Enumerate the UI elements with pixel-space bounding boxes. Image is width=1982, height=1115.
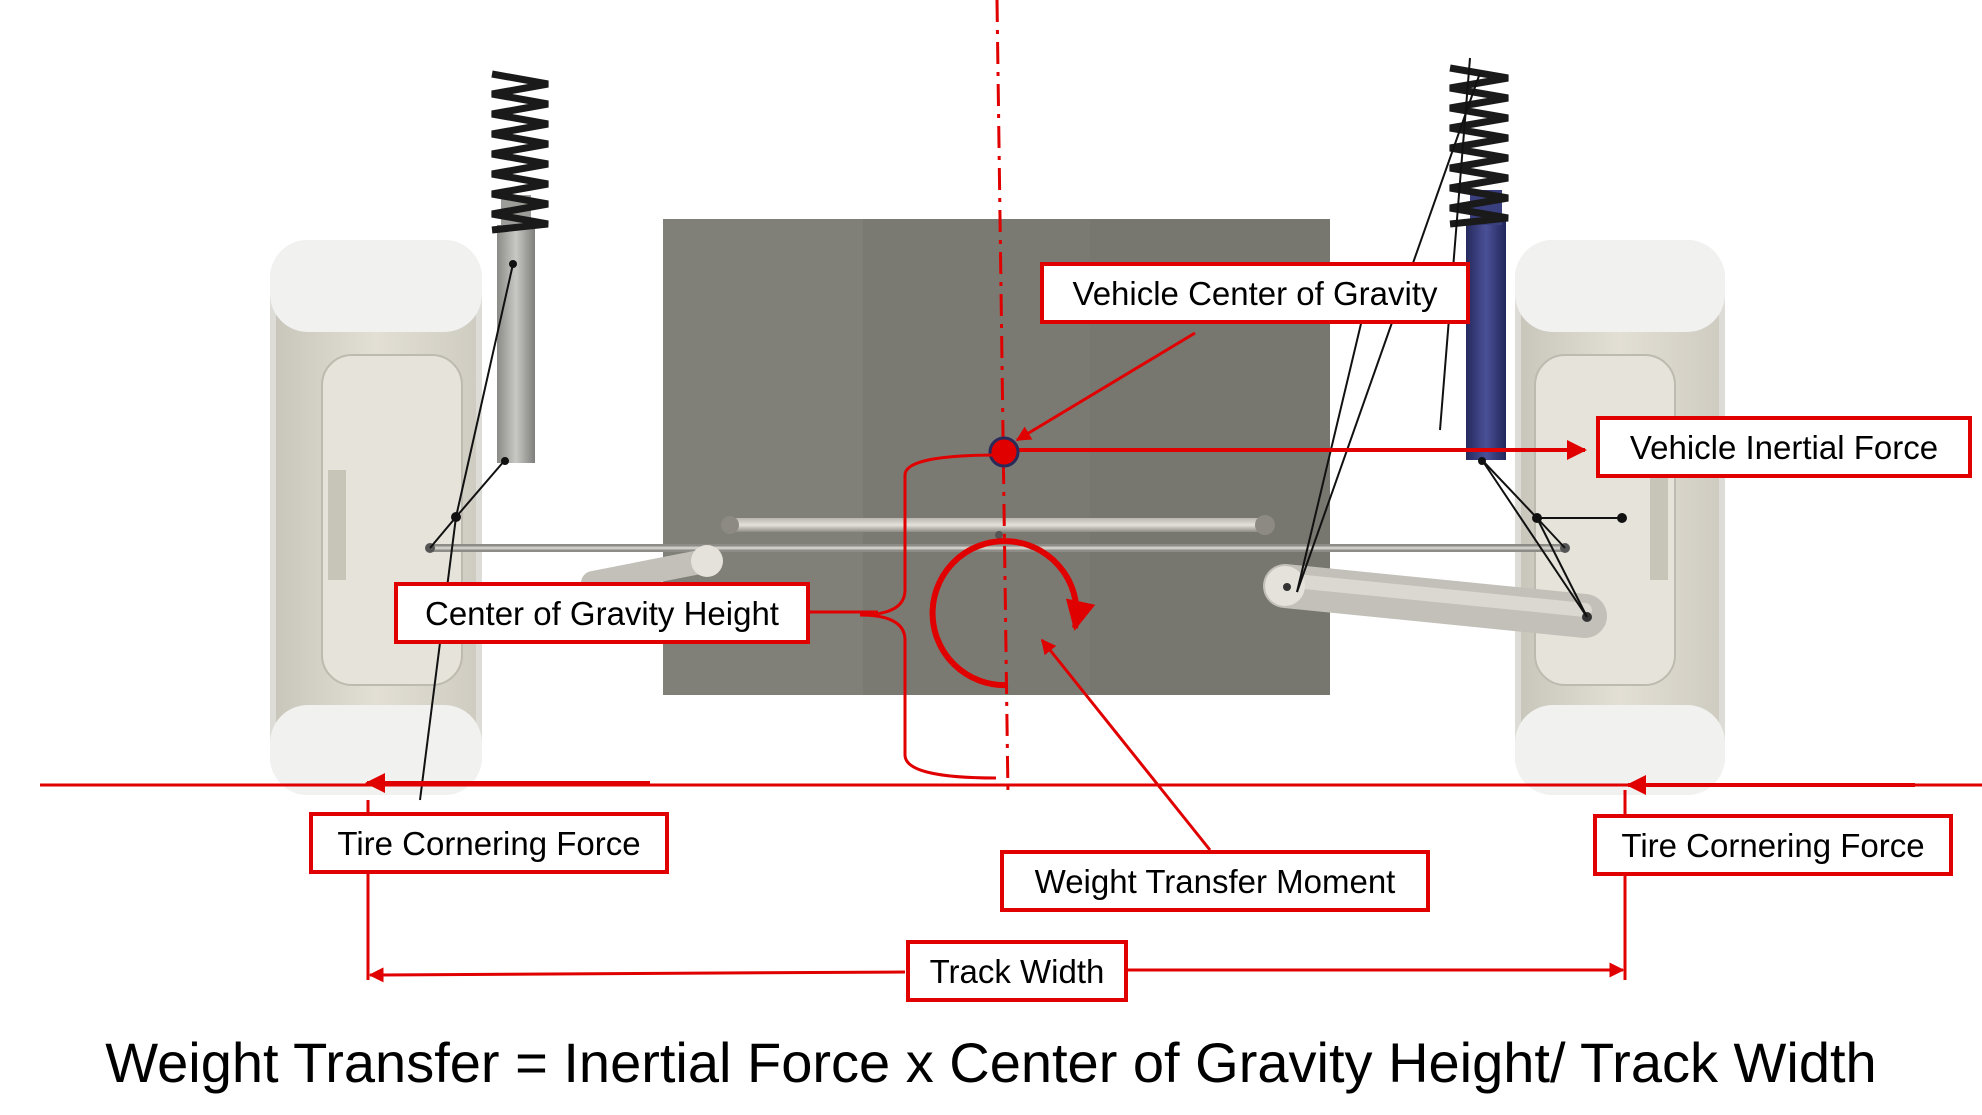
vehicle-centerline xyxy=(995,0,1010,796)
label-center-of-gravity-height: Center of Gravity Height xyxy=(394,582,810,644)
label-vehicle-inertial-force: Vehicle Inertial Force xyxy=(1596,416,1972,478)
suspension-arms xyxy=(425,515,1607,638)
track-width-arrow-left xyxy=(368,967,906,983)
right-coil-spring xyxy=(1449,64,1509,228)
label-track-width: Track Width xyxy=(906,940,1128,1002)
left-wheel xyxy=(270,240,482,795)
geometry-lines xyxy=(419,57,1625,801)
label-tire-cornering-force-right: Tire Cornering Force xyxy=(1593,814,1953,876)
left-damper xyxy=(497,195,535,463)
label-weight-transfer-moment: Weight Transfer Moment xyxy=(1000,850,1430,912)
center-of-gravity-point xyxy=(988,436,1020,468)
label-tire-cornering-force-left: Tire Cornering Force xyxy=(309,812,669,874)
label-vehicle-center-of-gravity: Vehicle Center of Gravity xyxy=(1040,262,1470,324)
cog-pointer-arrow xyxy=(1015,331,1196,442)
left-coil-spring xyxy=(491,70,549,234)
moment-pointer-arrow xyxy=(1040,638,1212,851)
cog-height-bracket xyxy=(859,453,999,780)
weight-transfer-formula: Weight Transfer = Inertial Force x Cente… xyxy=(105,1031,1877,1094)
geometry-points xyxy=(451,260,1627,523)
right-damper xyxy=(1466,190,1506,460)
weight-transfer-moment-arc xyxy=(929,538,1096,689)
